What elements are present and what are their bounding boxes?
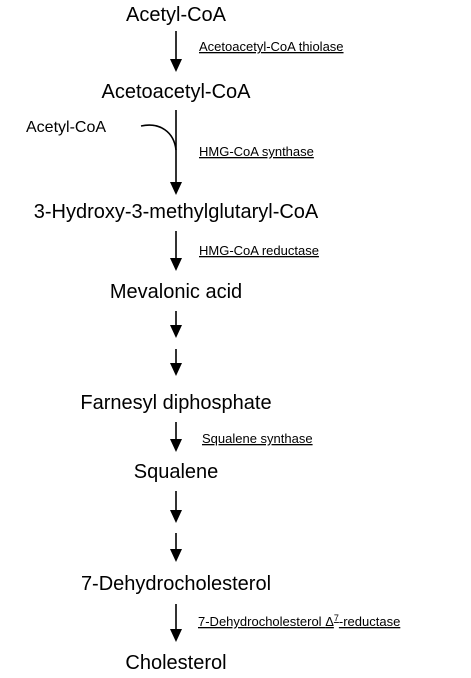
arrow-squalene-step-1 — [170, 491, 182, 523]
compound-acetyl-coa: Acetyl-CoA — [126, 4, 227, 26]
compound-hmg-coa: 3-Hydroxy-3-methylglutaryl-CoA — [34, 201, 319, 223]
compound-mevalonic-acid: Mevalonic acid — [110, 281, 242, 303]
arrow-squalene-step-2 — [170, 533, 182, 562]
cosubstrate-acetyl-coa: Acetyl-CoA — [26, 119, 106, 136]
arrow-acetoacetyl-to-hmg — [170, 110, 182, 195]
compound-squalene: Squalene — [134, 461, 219, 483]
enzyme-hmg-coa-synthase: HMG-CoA synthase — [199, 144, 314, 159]
compound-farnesyl-diphosphate: Farnesyl diphosphate — [80, 392, 271, 414]
arrow-mevalonate-step-1 — [170, 311, 182, 338]
enzyme-hmg-coa-reductase: HMG-CoA reductase — [199, 243, 319, 258]
arrow-hmg-to-mevalonate — [170, 231, 182, 271]
delta-superscript: 7 — [334, 613, 339, 623]
enzyme-7-reductase-suffix: -reductase — [339, 614, 400, 629]
enzyme-squalene-synthase: Squalene synthase — [202, 431, 313, 446]
arrow-7dhc-to-cholesterol — [170, 604, 182, 642]
arrow-farnesyl-to-squalene — [170, 422, 182, 452]
arrow-acetyl-to-acetoacetyl — [170, 31, 182, 72]
cosubstrate-join-curve — [140, 124, 177, 151]
arrow-mevalonate-step-2 — [170, 349, 182, 376]
compound-7-dehydrocholesterol: 7-Dehydrocholesterol — [81, 573, 271, 595]
enzyme-7-dehydrocholesterol-reductase: 7-Dehydrocholesterol Δ7-reductase — [198, 613, 400, 629]
delta-symbol: Δ — [325, 614, 334, 629]
compound-cholesterol: Cholesterol — [125, 652, 226, 674]
enzyme-acetoacetyl-coa-thiolase: Acetoacetyl-CoA thiolase — [199, 39, 344, 54]
compound-acetoacetyl-coa: Acetoacetyl-CoA — [102, 81, 252, 103]
enzyme-7-reductase-prefix: 7-Dehydrocholesterol — [198, 614, 325, 629]
